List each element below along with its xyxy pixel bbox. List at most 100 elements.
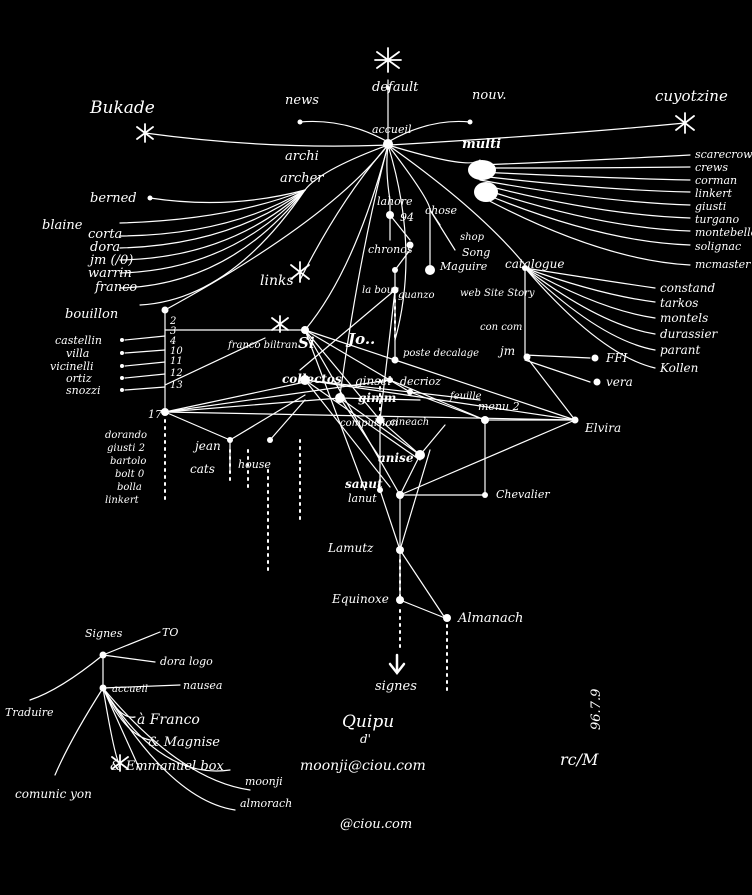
label-nausea: nausea [183,679,222,692]
list-item: 3 [170,326,176,337]
label-default: default [372,80,419,95]
list-item: linkert [695,187,733,200]
label-song: Song [462,246,490,259]
label-cuyotzine: cuyotzine [655,87,728,105]
label-labour: la bour [362,285,399,296]
label-almorach: almorach [240,797,292,810]
list-item: giusti 2 [107,443,145,454]
label-to: TO [162,626,178,639]
label-news: news [285,93,319,108]
label-emmanuel-box: & Emmanuel box [110,759,224,774]
list-item: warrin [88,266,132,281]
list-item: montebello [695,226,752,239]
label-signes: signes [375,679,417,694]
list-item: crews [695,161,728,174]
label-lahore: lahore [377,195,413,208]
list-item: 11 [170,356,183,367]
list-item: parant [660,343,700,357]
catalogue-name-list: constand tarkos montels durassier parant… [659,281,719,375]
list-item: jm (/0) [87,253,133,268]
label-gimm: gimm [358,391,396,405]
label-quipu: Quipu [342,712,394,732]
list-item: dorando [105,430,147,441]
list-item: scarecrow [695,148,752,161]
list-item: ortiz [66,372,92,385]
left-name-list: berned blaine corta dora jm (/0) warrin … [42,191,137,322]
label-dora-logo: dora logo [160,655,213,668]
nodes [99,86,601,692]
list-item: castellin [55,334,102,347]
label-links: links [260,273,294,289]
label-chronos: chronos [368,243,413,256]
list-item: 10 [170,346,183,357]
list-item: vicinelli [50,360,94,373]
label-bottom-signes: Signes [85,627,123,640]
right-name-list: scarecrow crews corman linkert giusti tu… [695,148,752,271]
label-date: 96.7.9 [589,689,604,730]
number-column: 2 3 4 10 11 12 13 17 [148,316,183,421]
label-d: d' [360,732,371,746]
label-poste-decalage: poste decalage [403,348,479,359]
label-catalogue: catalogue [505,257,564,271]
label-cats: cats [190,462,215,476]
label-web-site-story: web Site Story [460,288,535,299]
label-chevalier: Chevalier [496,488,550,501]
star-icon [111,47,695,772]
label-signature: rc/M [560,750,599,769]
label-feuille: feuille [449,391,482,402]
label-comunicacion: comunic yon [15,787,92,801]
label-maguire: Maguire [439,260,488,273]
label-bukade: Bukade [89,98,155,118]
low-left-name-list: dorando giusti 2 bartolo bolt 0 bolla li… [105,430,147,506]
mid-left-name-list: castellin villa vicinelli ortiz snozzi [50,334,102,397]
label-decrioz: decrioz [400,375,441,388]
list-item: corta [88,227,122,242]
list-item: 4 [169,336,176,347]
label-menu2: menu 2 [478,400,520,413]
label-ffi: FFI [605,351,628,365]
list-item: dora [90,240,120,255]
label-archer: archer [280,171,324,186]
list-item: 12 [170,368,183,379]
label-shop: shop [460,232,485,243]
list-item: mcmaster [695,258,751,271]
list-item: bolla [117,482,142,493]
label-collectos: collectos [282,372,342,386]
list-item: durassier [660,327,719,341]
list-item: corman [695,174,737,187]
list-item: constand [660,281,716,295]
edges [29,79,691,811]
list-item: 2 [169,316,176,327]
label-jean: jean [192,439,221,453]
list-item: bartolo [110,456,146,467]
list-item: snozzi [66,384,100,397]
label-guanzo: guanzo [398,290,435,301]
label-jo: Jo.. [345,330,375,348]
label-elvira: Elvira [584,421,621,435]
label-signes-left: Si [298,334,315,352]
list-item: bouillon [65,307,118,322]
label-almanach: Almanach [457,611,523,626]
label-chose: chose [425,204,458,217]
arrow-down-icon [388,653,406,676]
label-traduire: Traduire [5,706,54,719]
list-item: Kollen [659,361,698,375]
label-moonji: moonji [245,775,283,788]
label-house: house [238,458,271,471]
list-item: blaine [42,218,83,233]
dotted-trails [164,299,448,691]
label-94: 94 [400,211,414,224]
label-multi: multi [462,137,501,152]
label-equinoxe: Equinoxe [331,592,389,606]
label-vera: vera [606,375,633,389]
label-bottom-accueil: accueil [112,684,148,695]
label-cineach: cineach [390,417,429,428]
label-lunul: lanut [348,492,377,505]
list-item: bolt 0 [115,469,145,480]
list-item: montels [660,311,708,325]
label-magnise: & Magnise [148,735,220,750]
label-ginsel: ginsel [355,374,392,388]
label-archi: archi [285,149,319,164]
